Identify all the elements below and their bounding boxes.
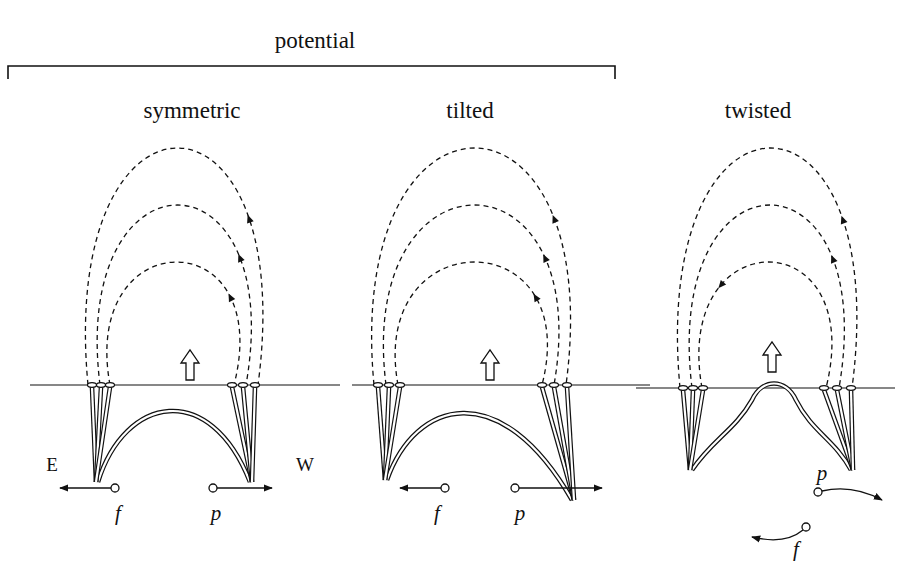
spot-label: p: [515, 503, 526, 524]
flux-tube: [542, 387, 574, 500]
footpoint: [251, 383, 260, 388]
flux-tube: [824, 390, 853, 470]
field-arrowhead: [543, 254, 550, 263]
flux-tube-core: [96, 387, 110, 482]
footpoint: [833, 386, 842, 391]
footpoint: [374, 383, 383, 388]
footpoint: [97, 383, 106, 388]
motion-arrow: [400, 487, 441, 488]
spot-label: p: [211, 503, 222, 524]
rise-arrow: [763, 342, 781, 372]
flux-tube-core: [385, 387, 400, 480]
flux-tube: [96, 387, 110, 482]
flux-tube-core: [542, 387, 574, 500]
field-arrowhead: [238, 254, 244, 263]
motion-arrow: [519, 487, 602, 488]
spot-label: p: [817, 463, 828, 484]
spot-marker: [111, 484, 119, 492]
flux-tube: [232, 387, 252, 482]
flux-tube-core: [232, 387, 252, 482]
rise-arrow: [481, 350, 499, 380]
flux-tube-core: [837, 390, 853, 470]
flux-tube-core: [252, 387, 255, 482]
panel-title: tilted: [446, 99, 493, 122]
arched-flux-tube-core: [387, 413, 572, 500]
panel: [636, 148, 895, 470]
spot-marker: [814, 488, 822, 496]
flux-tube: [851, 390, 853, 470]
flux-tube-core: [851, 390, 853, 470]
motion-arrow: [217, 487, 272, 488]
panel-title: twisted: [725, 99, 791, 122]
spot-label: f: [115, 503, 121, 524]
photosphere-line: [30, 384, 340, 385]
field-arrowhead: [552, 215, 558, 224]
footpoint: [699, 386, 708, 391]
motion-arrow: [822, 489, 882, 500]
field-line: [395, 262, 547, 385]
footpoint: [385, 383, 394, 388]
spot-marker: [802, 523, 810, 531]
spot-marker: [441, 484, 449, 492]
footpoint: [396, 383, 405, 388]
spot-marker: [511, 484, 519, 492]
flux-tube: [554, 387, 574, 500]
field-arrowhead: [831, 255, 837, 264]
rise-arrow: [181, 350, 199, 380]
flux-tube-core: [567, 387, 574, 500]
flux-tube-core: [554, 387, 574, 500]
spot-label: f: [793, 539, 799, 560]
field-arrowhead: [228, 293, 235, 302]
field-line: [383, 205, 559, 385]
footpoint: [563, 383, 572, 388]
footpoint: [550, 383, 559, 388]
footpoint: [88, 383, 97, 388]
direction-label: W: [296, 455, 314, 474]
footpoint: [228, 383, 237, 388]
panel: [352, 148, 650, 500]
flux-tube: [252, 387, 255, 482]
footpoint: [679, 386, 688, 391]
footpoint: [239, 383, 248, 388]
field-line: [689, 205, 844, 388]
field-arrowhead: [534, 294, 541, 303]
arched-flux-tube-core: [98, 411, 250, 482]
field-line: [699, 262, 832, 388]
footpoint: [689, 386, 698, 391]
panel-title: symmetric: [143, 99, 240, 122]
field-arrowhead: [247, 215, 254, 224]
field-arrowhead: [718, 280, 726, 288]
flux-tube: [837, 390, 853, 470]
field-line: [372, 148, 571, 385]
field-line: [107, 262, 240, 385]
footpoint: [847, 386, 856, 391]
flux-tube: [567, 387, 574, 500]
motion-arrow: [60, 487, 111, 488]
field-line: [85, 148, 262, 385]
field-arrowhead: [841, 216, 848, 225]
footpoint: [538, 383, 547, 388]
spot-marker: [209, 484, 217, 492]
direction-label: E: [46, 455, 58, 474]
arched-flux-tube: [387, 413, 572, 500]
spot-label: f: [434, 503, 440, 524]
flux-tube-core: [690, 390, 703, 470]
arched-flux-tube: [98, 411, 250, 482]
field-line: [677, 148, 856, 388]
panel: [30, 148, 340, 482]
group-title: potential: [275, 29, 355, 52]
bracket: [8, 66, 615, 79]
footpoint: [106, 383, 115, 388]
flux-tube-core: [824, 390, 853, 470]
flux-tube: [385, 387, 400, 480]
footpoint: [820, 386, 829, 391]
field-line: [97, 205, 251, 385]
flux-tube: [690, 390, 703, 470]
